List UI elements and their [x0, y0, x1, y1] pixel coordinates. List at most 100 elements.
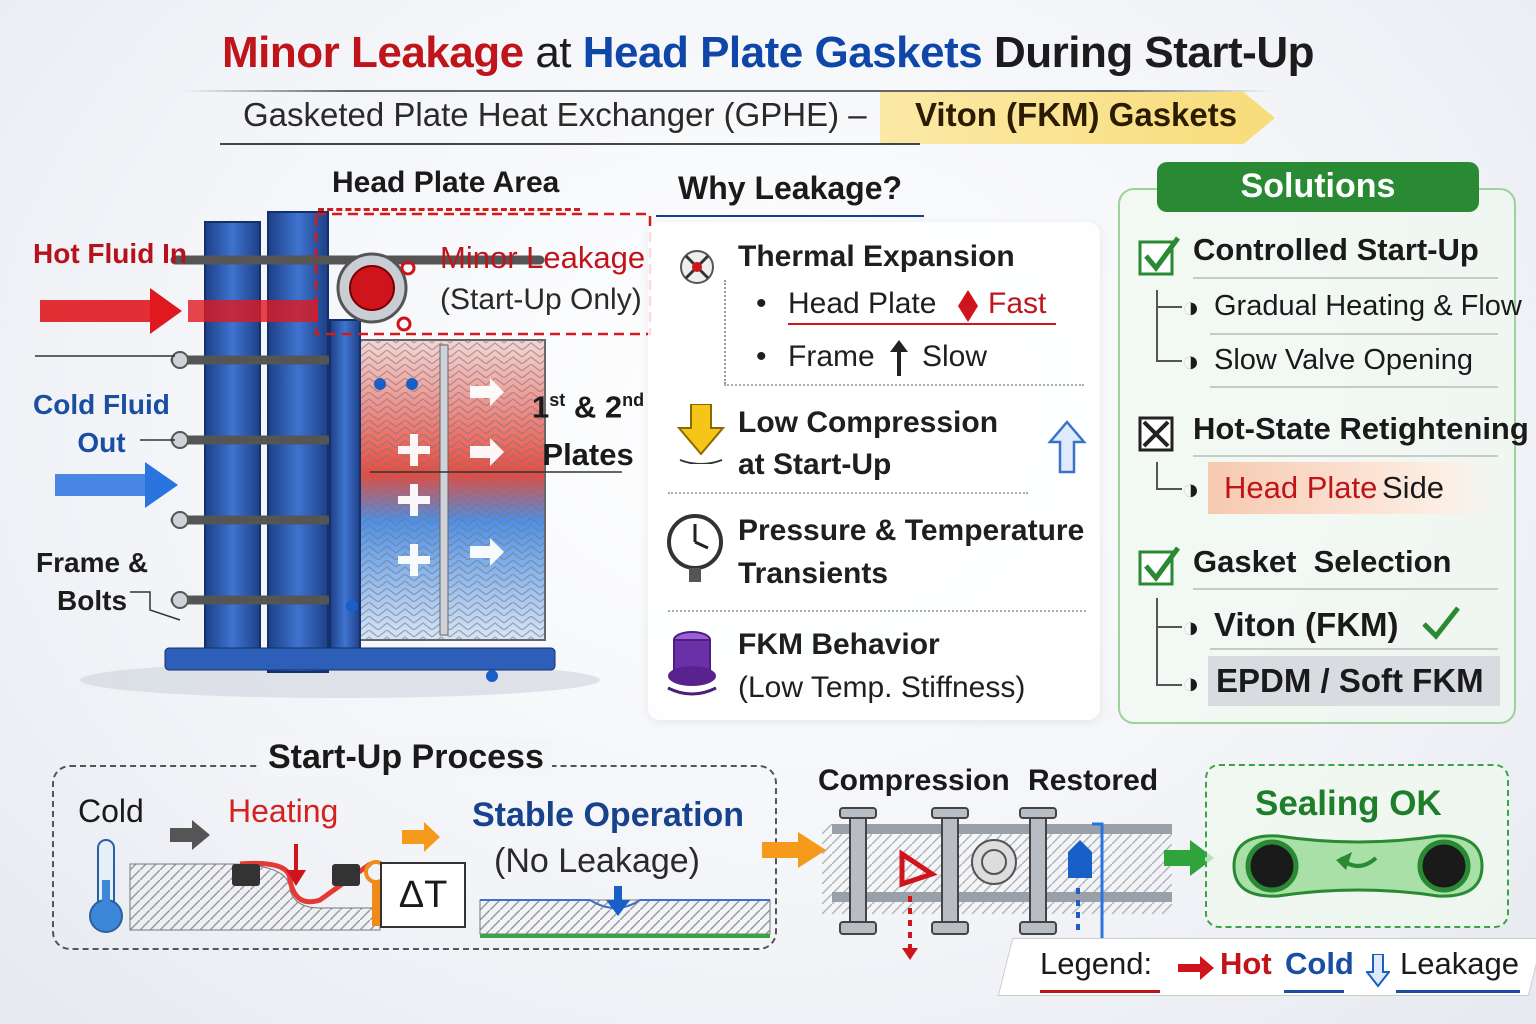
heating-deflection: [239, 860, 372, 905]
tree-connector: [1156, 290, 1180, 362]
clamping-bolts: [839, 807, 1057, 935]
hot-state-retightening-heading: Hot-State Retightening: [1193, 411, 1529, 446]
heating-down-arrow: [286, 844, 306, 886]
hot-leak-drop: [902, 948, 918, 960]
title-divider: [183, 90, 1273, 92]
pressure-divider: [668, 610, 1086, 612]
first-second-plates-label: 1st & 2nd Plates: [532, 376, 644, 479]
plates-first-number: 1: [532, 389, 550, 425]
checkmark-icon: [1138, 236, 1181, 276]
green-arrow: [1164, 840, 1214, 876]
frame-bolts-label: Frame & Bolts: [36, 544, 148, 620]
thermometer-icon: [89, 839, 123, 933]
subtitle-highlight-banner: [880, 92, 1275, 144]
subtitle: Gasketed Plate Heat Exchanger (GPHE) –: [243, 96, 867, 133]
page-title: Minor Leakage at Head Plate Gaskets Duri…: [0, 28, 1536, 78]
title-part-at: at: [535, 28, 572, 77]
startup-process-title: Start-Up Process: [260, 738, 552, 777]
cold-fluid-label-line2: Out: [77, 427, 126, 458]
legend-cold: Cold: [1285, 946, 1354, 981]
viton-option: Viton (FKM): [1214, 606, 1399, 643]
thermal-bracket: [724, 280, 726, 384]
head-plate-side-b: Side: [1382, 470, 1445, 505]
epdm-option: EPDM / Soft FKM: [1216, 662, 1484, 699]
sealed-gasket-icon: [1232, 834, 1484, 898]
thermal-expansion-heading: Thermal Expansion: [738, 240, 1015, 273]
bullet-dot: •: [756, 340, 767, 373]
head-plate-side-highlight: [1208, 462, 1500, 514]
frame-base: [164, 647, 556, 671]
legend-underline: [1284, 990, 1344, 993]
hot-inlet-arrow: [40, 288, 318, 334]
slow-text: Slow: [922, 340, 988, 373]
fkm-behavior-heading: FKM Behavior: [738, 628, 940, 661]
plate-edge: [439, 344, 449, 636]
top-bar: [832, 824, 1172, 834]
bolt-clamp: [332, 864, 360, 886]
stable-operation-label: Stable Operation: [472, 796, 745, 834]
frame-bolts-line1: Frame &: [36, 547, 149, 578]
compression-restored-graphic: [822, 807, 1172, 960]
head-plate-area-label: Head Plate Area: [332, 166, 560, 199]
up-arrow-icon: [958, 290, 978, 322]
why-title-underline: [656, 215, 924, 217]
solution-divider: [1210, 386, 1498, 388]
bolt-clamp: [232, 864, 260, 886]
title-part-startup: During Start-Up: [993, 28, 1315, 77]
startup-process-graphic: [89, 820, 771, 938]
tree-branch: [1156, 306, 1182, 308]
bullet-circle: ◑: [1182, 612, 1200, 644]
gasket-selection-heading: Gasket Selection: [1193, 544, 1452, 579]
subtitle-highlight: Viton (FKM) Gaskets: [915, 96, 1238, 133]
head-plate-area-underline: [318, 208, 580, 211]
cold-outlet-arrow: [55, 462, 178, 508]
head-plate-underline: [788, 323, 1056, 325]
tree-connector: [1156, 598, 1158, 684]
no-leakage-label: (No Leakage): [494, 842, 701, 880]
bullet-circle: ◑: [1182, 346, 1200, 378]
legend-hot: Hot: [1220, 946, 1272, 981]
legend-leakage: Leakage: [1400, 946, 1519, 981]
checkmark-icon: [1138, 546, 1181, 586]
bullet-circle: ◑: [1182, 292, 1200, 324]
port-section: [971, 839, 1017, 885]
bolt-heads: [171, 351, 189, 609]
heat-exchanger-illustration: [35, 211, 652, 698]
legend-underline: [1040, 990, 1160, 993]
solution-divider: [1210, 648, 1498, 650]
fkm-stiffness-text: (Low Temp. Stiffness): [738, 671, 1026, 704]
pressure-temp-heading-line2: Transients: [738, 557, 889, 590]
epdm-highlight: [1208, 656, 1500, 706]
cold-stage-label: Cold: [78, 793, 144, 829]
why-leakage-panel: [648, 222, 1100, 720]
hot-fluid-in-label: Hot Fluid In: [33, 238, 187, 269]
title-part-minor-leakage: Minor Leakage: [222, 28, 524, 77]
leak-drop: [400, 260, 416, 276]
down-arrow-icon: [676, 404, 726, 464]
leak-drop: [396, 316, 412, 332]
hot-legend-arrow-icon: [1178, 956, 1214, 980]
port-ring: [981, 849, 1007, 875]
bullet-circle: ◑: [1182, 668, 1200, 700]
frame-bolts-line2: Bolts: [57, 585, 128, 616]
why-leakage-title: Why Leakage?: [678, 170, 903, 206]
cold-fluid-out-label: Cold Fluid Out: [33, 386, 170, 462]
bottom-bar: [832, 892, 1172, 902]
heating-stage-label: Heating: [228, 793, 339, 829]
startup-only-label: (Start-Up Only): [440, 283, 642, 316]
head-plate-side-a: Head Plate: [1224, 470, 1378, 505]
delta-t-box: ΔT: [380, 862, 466, 928]
thermal-expansion-icon: [680, 250, 714, 284]
stage-arrow: [762, 832, 826, 868]
solution-divider: [1210, 333, 1498, 335]
leader-lines: [35, 355, 622, 621]
stable-down-arrow: [606, 886, 630, 916]
bullet-dot: •: [756, 287, 767, 320]
compression-up-icon: [1047, 420, 1087, 474]
wrench-box-icon: [1138, 416, 1174, 452]
compression-restored-label: Compression Restored: [818, 764, 1159, 797]
bullet-circle: ◑: [1182, 474, 1200, 506]
low-compression-heading-line2: at Start-Up: [738, 448, 892, 481]
stable-ok-line: [480, 934, 770, 938]
title-part-head-plate: Head Plate Gaskets: [582, 28, 983, 77]
